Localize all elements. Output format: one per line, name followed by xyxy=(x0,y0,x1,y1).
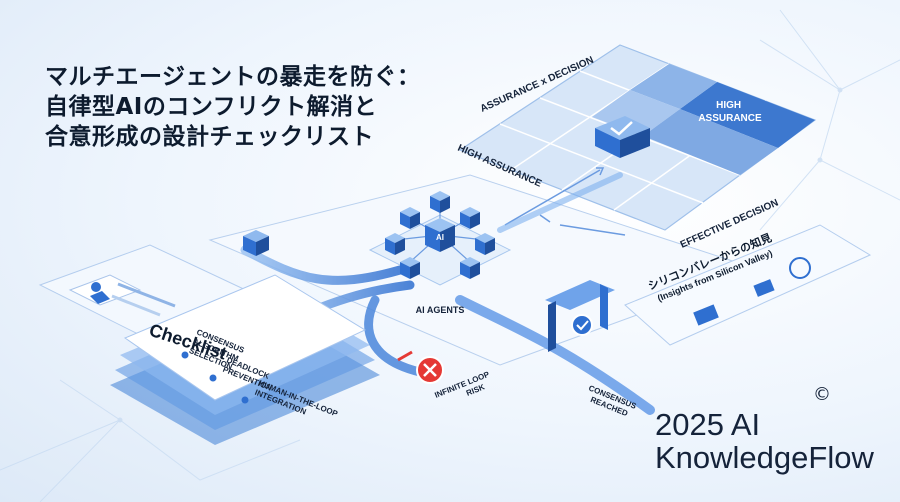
high-assurance-cell-label: HIGH ASSURANCE xyxy=(698,100,762,124)
brand-line-1: 2025 AI xyxy=(655,407,761,442)
assurance-check-block xyxy=(595,116,650,158)
agent-cube xyxy=(400,257,420,279)
checklist-card xyxy=(110,274,380,445)
page-title: マルチエージェントの暴走を防ぐ： 自律型AIのコンフリクト解消と 合意形成の設計… xyxy=(45,62,421,152)
flow-arrows xyxy=(504,167,626,236)
agent-cube xyxy=(460,207,480,229)
high-assurance-cell xyxy=(680,82,815,148)
title-line-3: 合意形成の設計チェックリスト xyxy=(45,124,374,150)
checklist-bullet xyxy=(181,351,189,359)
agent-cube xyxy=(385,233,405,255)
data-cube-small xyxy=(243,230,269,256)
title-line-1: マルチエージェントの暴走を防ぐ： xyxy=(45,64,421,90)
brain-icon xyxy=(789,257,811,279)
brand-line-2: KnowledgeFlow xyxy=(655,440,874,475)
user-icon xyxy=(90,291,110,304)
check-icon xyxy=(610,121,633,136)
infinite-loop-risk-marker xyxy=(397,350,444,384)
agent-cube xyxy=(430,191,450,213)
agent-cube xyxy=(400,207,420,229)
check-icon xyxy=(576,320,589,331)
agent-cube xyxy=(475,233,495,255)
ai-agents-caption: AI AGENTS xyxy=(416,305,465,315)
brand-credit: 2025 AI KnowledgeFlow xyxy=(655,408,874,474)
chip-icon xyxy=(693,304,719,326)
title-line-2: 自律型AIのコンフリクト解消と xyxy=(45,94,378,120)
checklist-bullet xyxy=(241,396,249,404)
checklist-bullet xyxy=(209,374,217,382)
close-icon xyxy=(423,363,437,377)
agent-cubes xyxy=(385,191,495,279)
insights-panel xyxy=(624,224,872,346)
consensus-gate xyxy=(545,280,615,352)
network-background xyxy=(0,9,900,502)
chip-icon xyxy=(753,279,775,297)
ai-core-label: AI xyxy=(436,233,444,242)
agent-cube xyxy=(460,257,480,279)
copyright-symbol: © xyxy=(813,384,831,405)
ai-core-cube xyxy=(425,218,455,252)
